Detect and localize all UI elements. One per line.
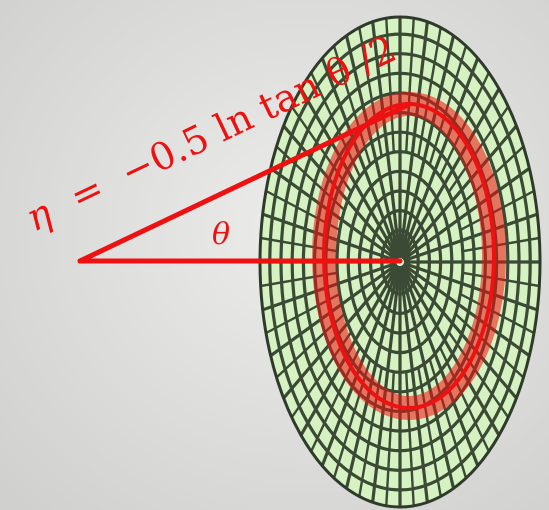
theta-label: θ	[212, 217, 230, 252]
detector-spoke	[398, 261, 503, 440]
detector-spoke	[399, 211, 540, 264]
detector-subspoke	[428, 41, 469, 166]
detector-spoke	[399, 260, 540, 313]
detector-grid	[260, 17, 540, 507]
detector-subspoke	[428, 358, 469, 483]
detector-subspoke	[454, 313, 527, 381]
detector-spoke	[370, 261, 402, 507]
detector-subspoke	[405, 17, 416, 153]
detector-spoke	[343, 30, 402, 263]
detector-subspoke	[384, 17, 395, 153]
detector-subspoke	[405, 371, 416, 507]
detector-spoke	[398, 260, 520, 402]
detector-spoke	[398, 261, 481, 471]
detector-subspoke	[447, 331, 512, 422]
detector-spoke	[398, 17, 430, 263]
detector-subspoke	[417, 22, 443, 157]
detector-spoke	[398, 261, 457, 494]
detector-spoke	[319, 53, 402, 263]
detector-subspoke	[417, 367, 443, 502]
detector-spoke	[370, 17, 402, 263]
particle-direction-line	[77, 101, 413, 264]
detector-spoke	[398, 53, 481, 263]
detector-spoke	[398, 261, 430, 507]
detector-spoke	[398, 122, 520, 264]
detector-spoke	[398, 30, 457, 263]
detector-spoke	[399, 260, 533, 359]
detector-subspoke	[357, 22, 383, 157]
detector-spoke	[398, 84, 503, 263]
detector-spoke	[399, 165, 533, 264]
detector-subspoke	[438, 346, 492, 456]
